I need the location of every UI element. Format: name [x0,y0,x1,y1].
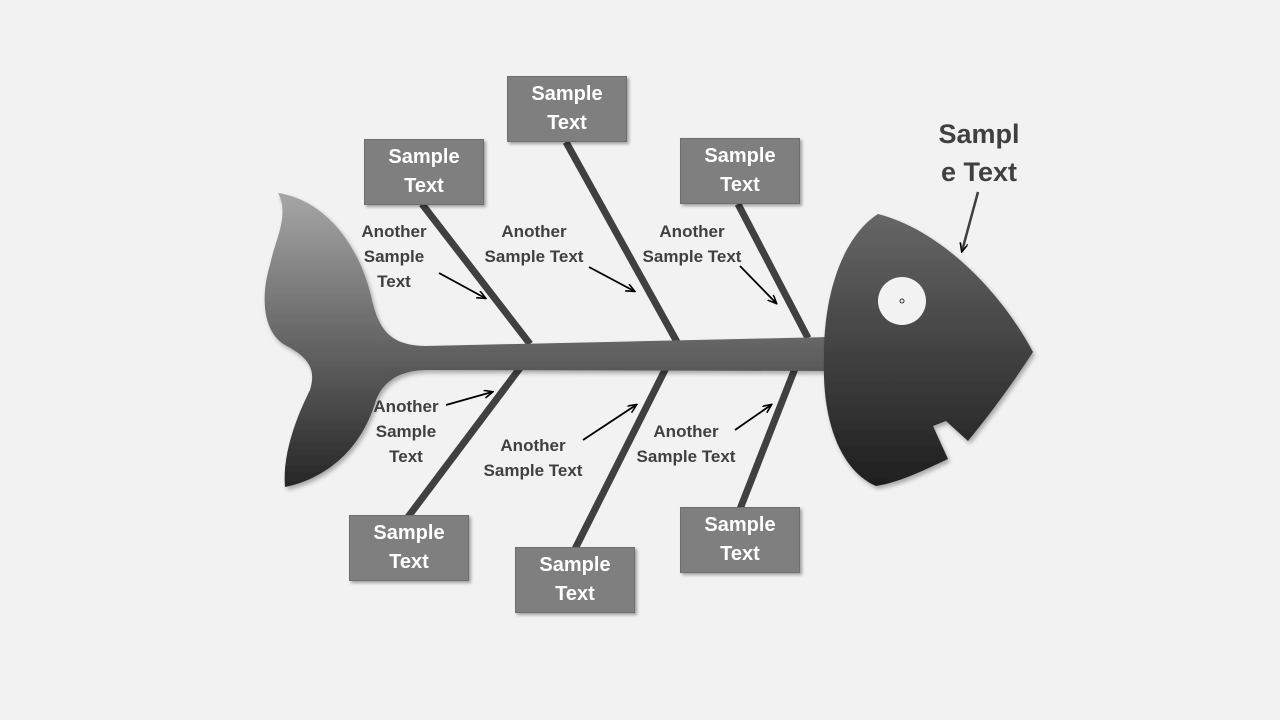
arrow-top-2 [588,266,634,291]
bottom-box-1: Sample Text [349,515,469,581]
bones [405,140,812,551]
fish-head-shape [823,214,1033,486]
top-box-1: Sample Text [364,139,484,205]
arrow-top-3 [739,265,776,303]
fish-head [823,214,1033,486]
bottom-bone-2 [571,358,674,551]
fish-body [264,193,830,487]
arrow-bottom-3 [734,405,771,431]
fish-pupil [899,298,905,304]
arrows [438,191,980,441]
bottom-bone-1 [405,357,529,520]
top-label-3: Another Sample Text [642,222,742,266]
arrow-bottom-2 [582,405,636,441]
fish-tail-and-spine [264,193,830,487]
bottom-label-2: Another Sample Text [483,436,583,480]
bottom-box-2: Sample Text [515,547,635,613]
top-label-2: Another Sample Text [484,222,584,266]
arrow-head [962,191,980,251]
bottom-label-1: Another Sample Text [373,397,439,466]
arrow-bottom-1 [445,392,492,406]
bottom-label-3: Another Sample Text [636,422,736,466]
head-label: Sampl e Text [938,119,1020,187]
top-label-1: Another Sample Text [361,222,427,291]
top-bone-2 [562,140,681,344]
arrow-top-1 [438,272,485,298]
top-box-2: Sample Text [507,76,627,142]
top-bone-3 [734,202,812,340]
bottom-box-3: Sample Text [680,507,800,573]
bottom-bone-3 [736,364,800,511]
top-bone-1 [419,201,533,347]
top-box-3: Sample Text [680,138,800,204]
fish-eye [878,277,926,325]
